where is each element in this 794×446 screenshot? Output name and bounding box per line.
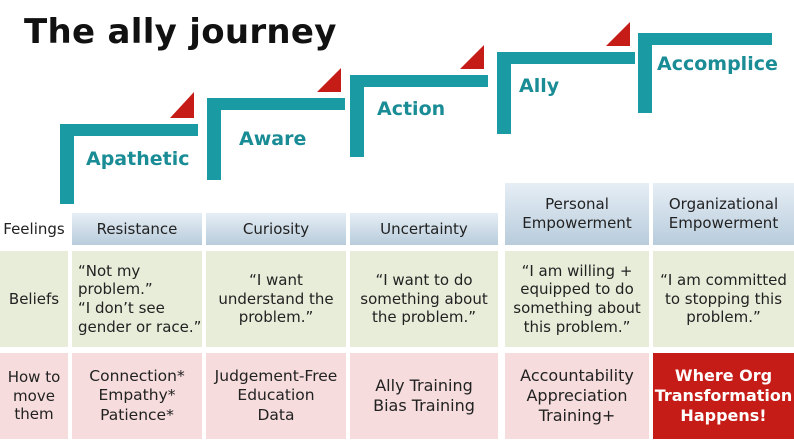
belief-action: “I want to do something about the proble… [350, 251, 498, 347]
stage-accomplice: Accomplice [657, 53, 778, 75]
belief-apathetic: “Not my problem.” “I don’t see gender or… [72, 251, 202, 347]
step-2-riser [207, 98, 221, 180]
row-label-move: How to move them [0, 353, 68, 439]
step-5-top [638, 33, 772, 45]
move-accomplice-highlight: Where Org Transformation Happens! [653, 353, 794, 439]
belief-accomplice: “I am committed to stopping this problem… [653, 251, 794, 347]
step-1-flag [170, 92, 194, 118]
move-action: Ally Training Bias Training [350, 353, 498, 439]
row-label-beliefs: Beliefs [0, 251, 68, 347]
step-4-top [497, 52, 635, 64]
feeling-resistance: Resistance [72, 213, 202, 245]
feeling-curiosity: Curiosity [206, 213, 346, 245]
step-4-flag [606, 22, 630, 46]
move-aware: Judgement-Free Education Data [206, 353, 346, 439]
step-5-riser [638, 33, 652, 113]
step-2-flag [317, 68, 341, 92]
belief-ally: “I am willing + equipped to do something… [505, 251, 649, 347]
feeling-uncertainty: Uncertainty [350, 213, 498, 245]
feeling-personal-empowerment: Personal Empowerment [505, 183, 649, 245]
stage-apathetic: Apathetic [86, 148, 190, 170]
step-1-riser [60, 124, 74, 204]
step-3-flag [460, 45, 484, 69]
step-2-top [207, 98, 345, 110]
move-apathetic: Connection* Empathy* Patience* [72, 353, 202, 439]
step-4-riser [497, 52, 511, 134]
step-3-top [350, 75, 488, 87]
move-ally: Accountability Appreciation Training+ [505, 353, 649, 439]
feeling-organizational-empowerment: Organizational Empowerment [653, 183, 794, 245]
belief-aware: “I want understand the problem.” [206, 251, 346, 347]
step-1-top [60, 124, 198, 136]
step-3-riser [350, 75, 364, 157]
stage-aware: Aware [239, 128, 307, 150]
stage-action: Action [377, 98, 446, 120]
stage-ally: Ally [519, 75, 560, 97]
page-title: The ally journey [24, 12, 337, 52]
row-label-feelings: Feelings [3, 219, 65, 238]
